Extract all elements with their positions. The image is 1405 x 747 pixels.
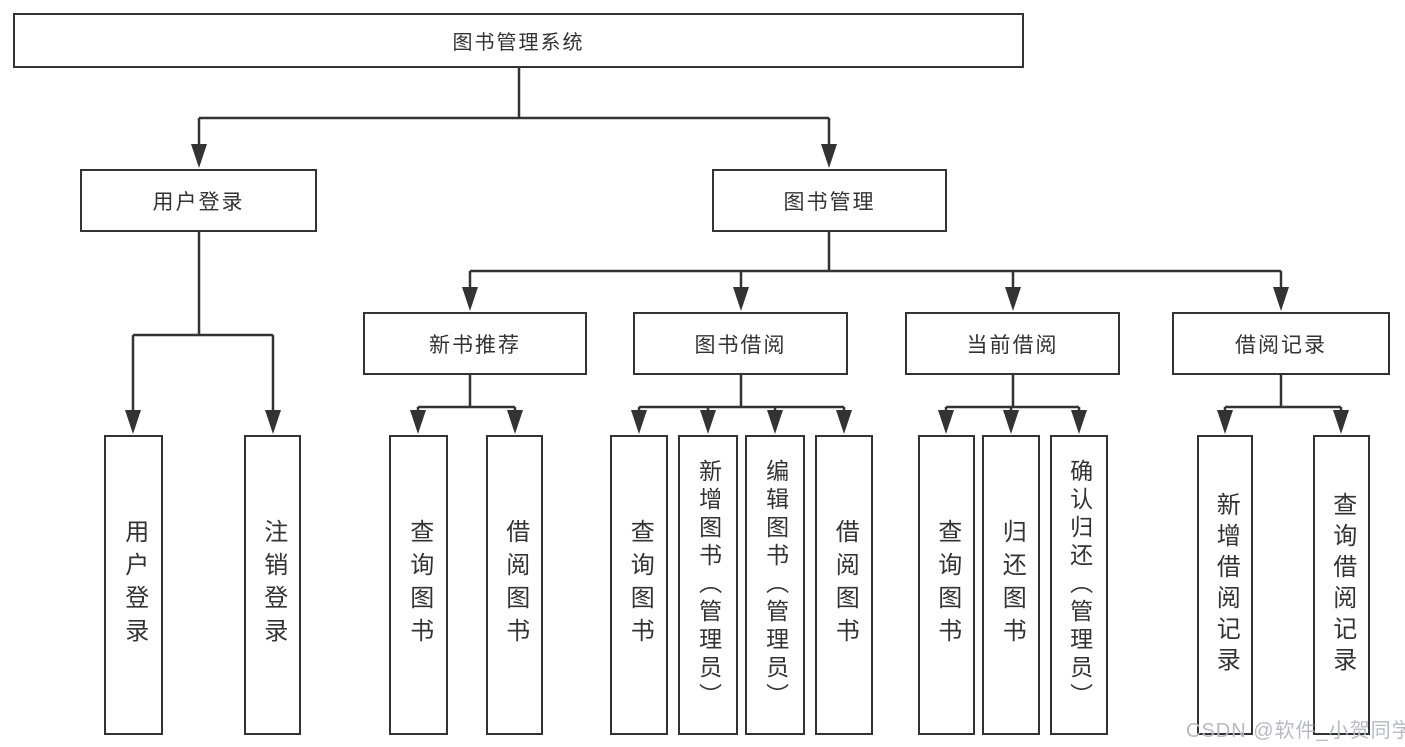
edge-userlogin-split — [131, 232, 275, 413]
edge-bookmgmt-split — [468, 232, 1283, 290]
csdn-watermark: CSDN @软件_小贺同学 — [1186, 720, 1405, 742]
edge-bookborrow-split — [637, 375, 846, 413]
leaf-cb-query-label: 查询图书 — [933, 519, 961, 651]
leaf-br-query: 查询借阅记录 — [1313, 435, 1370, 735]
node-user-login-label: 用户登录 — [152, 190, 245, 214]
leaf-logout-label: 注销登录 — [259, 519, 287, 651]
leaf-user-login: 用户登录 — [104, 435, 163, 735]
leaf-logout: 注销登录 — [244, 435, 301, 735]
leaf-bb-borrow-label: 借阅图书 — [831, 519, 859, 651]
node-borrow-records-label: 借阅记录 — [1235, 333, 1327, 357]
leaf-br-query-label: 查询借阅记录 — [1328, 492, 1356, 678]
leaf-cb-confirm-label: 确认归还（管理员） — [1066, 459, 1093, 711]
leaf-cb-return-label: 归还图书 — [998, 519, 1026, 651]
leaf-bb-borrow: 借阅图书 — [815, 435, 873, 735]
node-new-book-rec-label: 新书推荐 — [429, 333, 521, 357]
node-user-login: 用户登录 — [80, 169, 317, 232]
node-current-borrow: 当前借阅 — [905, 312, 1120, 375]
leaf-br-add: 新增借阅记录 — [1197, 435, 1253, 735]
node-book-borrow: 图书借阅 — [633, 312, 848, 375]
node-current-borrow-label: 当前借阅 — [966, 333, 1059, 357]
node-root: 图书管理系统 — [13, 13, 1024, 68]
node-book-mgmt-label: 图书管理 — [783, 190, 876, 214]
node-book-mgmt: 图书管理 — [712, 169, 947, 232]
leaf-rec-query: 查询图书 — [389, 435, 448, 735]
node-new-book-rec: 新书推荐 — [363, 312, 587, 375]
leaf-bb-query-label: 查询图书 — [626, 519, 654, 651]
leaf-bb-edit-label: 编辑图书（管理员） — [762, 459, 789, 711]
edge-root-split — [197, 68, 831, 147]
leaf-bb-add: 新增图书（管理员） — [678, 435, 738, 735]
leaf-user-login-label: 用户登录 — [120, 519, 148, 651]
leaf-br-add-label: 新增借阅记录 — [1212, 492, 1240, 678]
leaf-rec-borrow: 借阅图书 — [486, 435, 543, 735]
edge-newbookrec-split — [416, 375, 517, 413]
node-root-label: 图书管理系统 — [452, 32, 585, 54]
leaf-bb-add-label: 新增图书（管理员） — [695, 459, 722, 711]
leaf-cb-return: 归还图书 — [982, 435, 1040, 735]
edge-borrowrecords-split — [1223, 375, 1343, 413]
leaf-cb-confirm: 确认归还（管理员） — [1050, 435, 1108, 735]
leaf-rec-borrow-label: 借阅图书 — [501, 519, 529, 651]
node-borrow-records: 借阅记录 — [1172, 312, 1390, 375]
leaf-bb-query: 查询图书 — [610, 435, 668, 735]
leaf-bb-edit: 编辑图书（管理员） — [745, 435, 805, 735]
node-book-borrow-label: 图书借阅 — [694, 333, 787, 357]
leaf-cb-query: 查询图书 — [918, 435, 975, 735]
edge-currentborrow-split — [944, 375, 1081, 413]
leaf-rec-query-label: 查询图书 — [405, 519, 433, 651]
arrowheads — [125, 144, 1349, 434]
